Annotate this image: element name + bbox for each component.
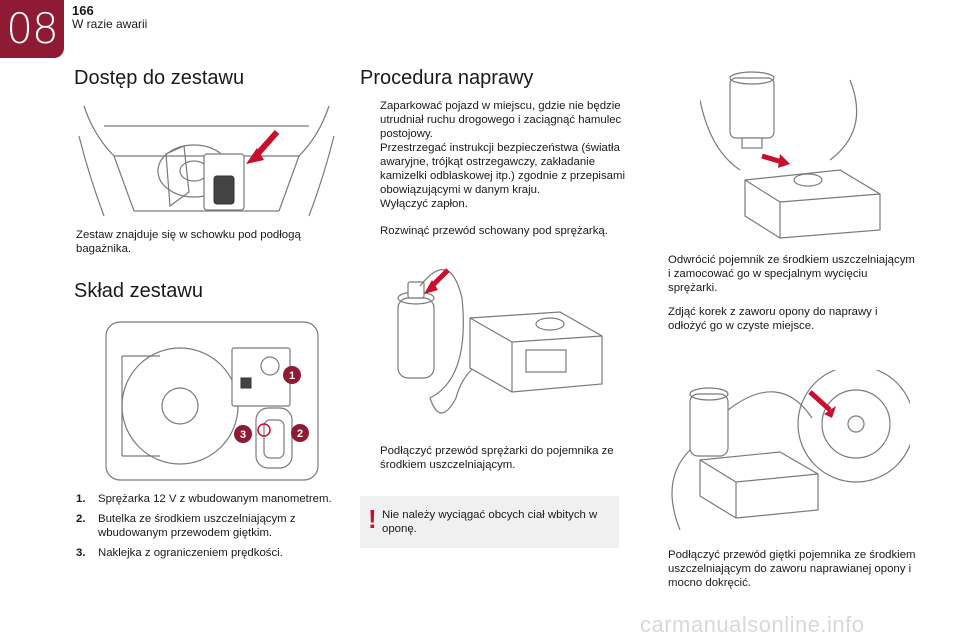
warning-icon: !: [368, 504, 377, 534]
warning-text: Nie należy wyciągać obcych ciał wbitych …: [382, 509, 598, 535]
contents-title: Skład zestawu: [74, 280, 203, 302]
list-item: Podłączyć przewód sprężarki do pojemnika…: [360, 444, 625, 472]
inverted-bottle-illustration: [700, 71, 881, 239]
bullet-icon: [360, 444, 372, 472]
kit-illustration: 1 2 3: [105, 321, 319, 481]
list-item: Zaparkować pojazd w miejscu, gdzie nie b…: [360, 99, 625, 141]
list-item: 3. Naklejka z ograniczeniem prędkości.: [76, 547, 283, 559]
tyre-valve-illustration: [671, 370, 910, 531]
step-cap: Zdjąć korek z zaworu opony do naprawy i …: [648, 305, 918, 333]
list-item: Zdjąć korek z zaworu opony do naprawy i …: [648, 305, 918, 333]
bullet-icon: [360, 197, 372, 211]
bullet-icon: [648, 305, 660, 333]
callout-2: 2: [297, 428, 303, 440]
bullet-icon: [360, 224, 372, 238]
procedure-steps-top: Zaparkować pojazd w miejscu, gdzie nie b…: [360, 99, 625, 211]
trunk-illustration: [78, 105, 335, 217]
list-item: Przestrzegać instrukcji bezpieczeństwa (…: [360, 141, 625, 197]
list-item: 2. Butelka ze środkiem uszczelniającym z…: [76, 513, 296, 539]
step-connect: Podłączyć przewód sprężarki do pojemnika…: [360, 444, 625, 472]
step-invert: Odwrócić pojemnik ze środkiem uszczelnia…: [648, 253, 918, 295]
access-caption: Zestaw znajduje się w schowku pod podłog…: [76, 229, 301, 255]
procedure-title: Procedura naprawy: [360, 67, 534, 89]
warning-box: ! Nie należy wyciągać obcych ciał wbityc…: [360, 496, 619, 548]
bullet-icon: [648, 253, 660, 295]
kit-items-list: 1. Sprężarka 12 V z wbudowanym manometre…: [76, 492, 336, 566]
list-item: Rozwinąć przewód schowany pod sprężarką.: [360, 224, 625, 238]
bullet-icon: [360, 99, 372, 141]
bullet-icon: [648, 548, 660, 590]
chapter-tab: 08: [0, 0, 64, 58]
list-item: Podłączyć przewód giętki pojemnika ze śr…: [648, 548, 918, 590]
list-item: Odwrócić pojemnik ze środkiem uszczelnia…: [648, 253, 918, 295]
list-item: Wyłączyć zapłon.: [360, 197, 625, 211]
step-hose: Podłączyć przewód giętki pojemnika ze śr…: [648, 548, 918, 590]
hose-compressor-illustration: [397, 268, 603, 414]
list-item: 1. Sprężarka 12 V z wbudowanym manometre…: [76, 493, 332, 505]
callout-3: 3: [240, 429, 246, 441]
callout-1: 1: [289, 370, 295, 382]
page-number: 166: [72, 3, 94, 18]
access-title: Dostęp do zestawu: [74, 67, 245, 89]
footer-watermark: carmanualsonline.info: [640, 612, 865, 637]
step-unroll: Rozwinąć przewód schowany pod sprężarką.: [360, 224, 625, 238]
section-name: W razie awarii: [72, 17, 148, 31]
bullet-icon: [360, 141, 372, 197]
